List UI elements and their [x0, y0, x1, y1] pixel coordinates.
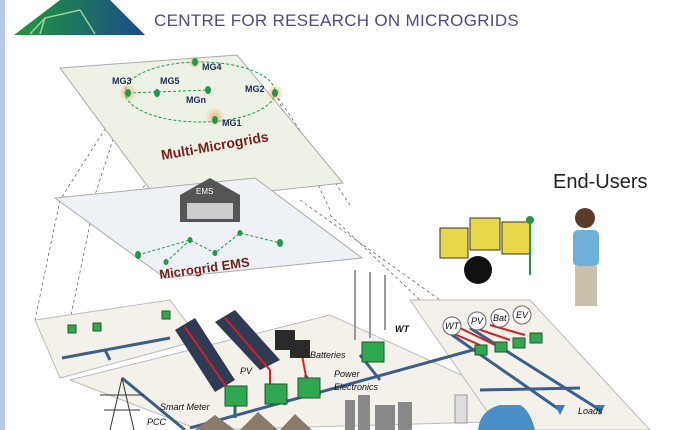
label-pcc: PCC — [147, 417, 167, 427]
bubble-pv: PV — [471, 316, 484, 326]
loads-arrows — [555, 405, 605, 415]
label-batteries: Batteries — [310, 350, 346, 360]
node-mg2: MG2 — [245, 84, 265, 94]
ems-label: EMS — [196, 187, 213, 196]
transmission-tower-icon — [100, 377, 144, 430]
bubble-bat: Bat — [493, 313, 507, 323]
label-power: Power — [334, 369, 361, 379]
logo — [14, 0, 145, 35]
label-smart-meter: Smart Meter — [160, 402, 211, 412]
header-title: CENTRE FOR RESEARCH ON MICROGRIDS — [154, 11, 520, 30]
microgrid-ems-layer: EMS Microgrid EMS — [53, 177, 364, 282]
end-users-label: End-Users — [553, 171, 648, 193]
node-mg4: MG4 — [202, 62, 222, 72]
wind-turbine-icon — [354, 270, 386, 340]
label-wt: WT — [395, 324, 410, 334]
physical-layer: WT PV Bat EV PV Batteries Power Electron… — [34, 270, 651, 430]
electric-car-icon — [478, 405, 535, 430]
label-loads: Loads — [578, 406, 603, 416]
end-user-person-icon — [573, 208, 599, 306]
control-room-icon — [439, 216, 534, 284]
batteries-icon — [275, 330, 310, 358]
node-mg1: MG1 — [222, 118, 242, 128]
label-pv: PV — [240, 366, 253, 376]
node-mg5: MG5 — [160, 76, 180, 86]
charger-icon — [454, 394, 468, 424]
power-electronics-icon — [67, 310, 543, 407]
node-mgn: MGn — [186, 95, 206, 105]
multi-microgrids-layer: MG3 MG5 MG4 MGn MG2 MG1 Multi-Microgrids — [59, 54, 344, 204]
left-border — [0, 0, 5, 430]
houses-icon — [195, 412, 312, 430]
bubble-ev: EV — [516, 310, 529, 320]
city-buildings-icon — [345, 395, 412, 430]
node-mg3: MG3 — [112, 76, 132, 86]
bubble-wt: WT — [445, 321, 460, 331]
label-electronics: Electronics — [334, 382, 379, 392]
